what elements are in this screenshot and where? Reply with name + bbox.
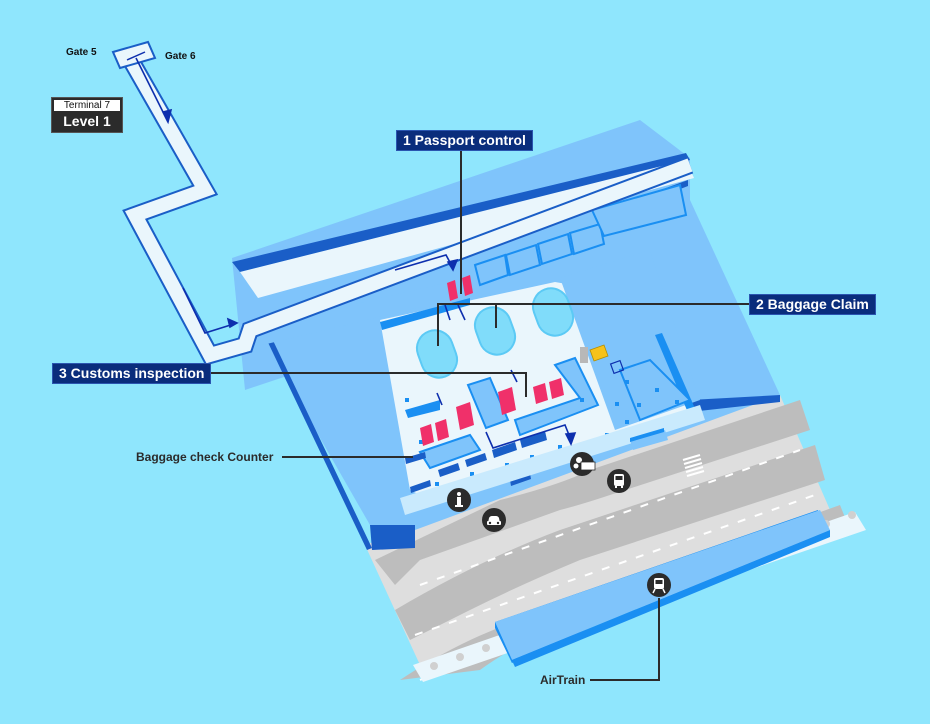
- checkpoints: [420, 275, 564, 446]
- baggage-carousels: [415, 287, 575, 379]
- flow-arrows: [135, 57, 577, 449]
- airtrain-label: AirTrain: [540, 673, 586, 687]
- baggage-check-counter-label: Baggage check Counter: [136, 450, 274, 464]
- information-icon[interactable]: [446, 487, 472, 513]
- gate-5-label: Gate 5: [66, 47, 97, 58]
- bus-icon[interactable]: [606, 468, 632, 494]
- gate-pier: [111, 40, 694, 366]
- passport-control-callout: 1 Passport control: [396, 130, 533, 151]
- shuttle-icon[interactable]: [569, 451, 597, 477]
- terminal-level-badge: Terminal 7 Level 1: [51, 97, 123, 133]
- customs-inspection-callout: 3 Customs inspection: [52, 363, 212, 384]
- terminal-name: Terminal 7: [54, 100, 120, 111]
- baggage-claim-callout: 2 Baggage Claim: [749, 294, 876, 315]
- callout-lines: [202, 147, 750, 681]
- taxi-icon[interactable]: [481, 507, 507, 533]
- terminal-level: Level 1: [63, 113, 111, 129]
- airtrain-icon[interactable]: [646, 572, 672, 598]
- gate-6-label: Gate 6: [165, 51, 196, 62]
